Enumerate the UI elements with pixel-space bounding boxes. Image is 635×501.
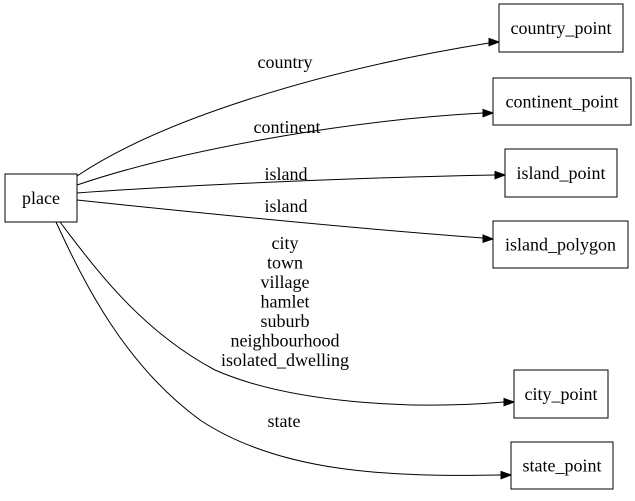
node-island-point-label: island_point — [517, 163, 606, 183]
edge-label-island: island — [265, 164, 308, 184]
edge-label-island-2: island — [265, 196, 308, 216]
edge-place-country-point — [76, 42, 490, 177]
edge-place-city-point — [59, 221, 505, 406]
node-state-point-label: state_point — [523, 456, 602, 476]
edge-place-state-point — [55, 221, 502, 476]
node-place: place — [4, 173, 78, 223]
edge-label-town: town — [267, 253, 303, 273]
edge-label-city-multiline: city town village hamlet suburb neighbou… — [221, 233, 349, 370]
node-continent-point-label: continent_point — [506, 92, 619, 112]
node-city-point-label: city_point — [525, 384, 598, 404]
node-city-point: city_point — [513, 369, 609, 419]
node-place-label: place — [22, 188, 60, 208]
edge-place-island-point — [76, 174, 496, 194]
node-country-point: country_point — [498, 3, 624, 53]
node-continent-point: continent_point — [492, 77, 632, 126]
node-state-point: state_point — [510, 441, 614, 490]
arrowhead-icon — [500, 470, 513, 480]
node-island-point: island_point — [504, 148, 618, 198]
edge-label-city: city — [272, 233, 299, 253]
edge-label-hamlet: hamlet — [261, 292, 310, 312]
edge-place-island-polygon — [76, 199, 484, 239]
edge-label-country: country — [258, 52, 313, 72]
node-group: place country_point continent_point isla… — [4, 3, 632, 490]
edge-label-neighbourhood: neighbourhood — [231, 331, 340, 351]
arrowhead-icon — [494, 170, 507, 180]
edge-place-continent-point — [76, 112, 484, 186]
arrowhead-icon — [503, 397, 516, 407]
edge-label-continent: continent — [254, 117, 321, 137]
node-country-point-label: country_point — [511, 18, 612, 38]
edge-label-isolated-dwelling: isolated_dwelling — [221, 350, 349, 370]
edge-label-suburb: suburb — [261, 311, 310, 331]
edge-label-state: state — [268, 411, 301, 431]
edge-label-village: village — [261, 272, 310, 292]
node-island-polygon-label: island_polygon — [505, 235, 616, 255]
arrowhead-icon — [482, 234, 495, 243]
arrowhead-icon — [488, 37, 501, 47]
arrowhead-icon — [482, 108, 495, 118]
node-island-polygon: island_polygon — [492, 220, 629, 269]
edge-label-group: country continent island island city tow… — [221, 52, 349, 431]
edge-group — [55, 37, 516, 480]
